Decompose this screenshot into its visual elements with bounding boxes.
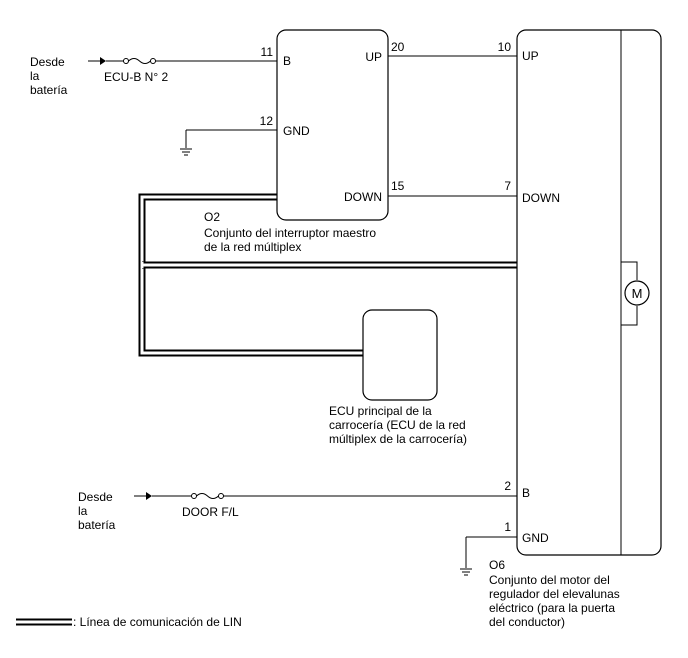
motor-symbol: M [632,286,643,301]
motor-pin-down-num: 7 [504,179,511,193]
motor-pin-gnd-label: GND [522,531,549,545]
battery-bottom-line-3: batería [78,518,116,532]
body-ecu-caption: ECU principal de la carrocería (ECU de l… [329,404,467,446]
master-switch-ground [180,129,277,156]
body-ecu-name-3: múltiplex de la carrocería) [329,432,467,446]
master-pin-up-num: 20 [391,40,405,54]
body-ecu-box [362,309,438,401]
motor-assembly-name-3: eléctrico (para la puerta [489,601,615,615]
motor-assembly-ground [460,536,517,576]
motor-assembly-caption: O6 Conjunto del motor del regulador del … [489,558,620,629]
battery-bottom-line-2: la [78,504,88,518]
motor-pin-up-num: 10 [498,40,512,54]
master-pin-b-label: B [283,54,291,68]
master-switch-box: B GND UP DOWN 11 12 20 15 [260,29,405,221]
ground-icon [180,148,192,156]
motor-assembly-name-1: Conjunto del motor del [489,573,610,587]
legend: : Línea de comunicación de LIN [16,615,242,629]
arrow-icon [146,492,152,500]
motor-assembly-name-2: regulador del elevalunas [489,587,620,601]
master-switch-name-1: Conjunto del interruptor maestro [204,226,376,240]
master-switch-caption: O2 Conjunto del interruptor maestro de l… [204,210,376,254]
master-pin-up-label: UP [365,50,382,64]
fuse-icon [128,58,151,64]
body-ecu-name-2: carrocería (ECU de la red [329,418,466,432]
battery-source-top: Desde la batería [30,55,68,97]
battery-source-bottom: Desde la batería [78,490,116,532]
motor-pin-up-label: UP [522,49,539,63]
fuse-top-label: ECU-B N° 2 [104,70,168,84]
master-pin-down-label: DOWN [344,190,382,204]
lin-bus [138,193,517,357]
battery-top-line-1: Desde [30,55,65,69]
master-switch-name-2: de la red múltiplex [204,240,301,254]
motor-assembly-code: O6 [489,558,505,572]
master-pin-down-num: 15 [391,179,405,193]
battery-top-line-2: la [30,69,40,83]
battery-bottom-line-1: Desde [78,490,113,504]
ground-icon [460,568,472,576]
motor-assembly-name-4: del conductor) [489,615,565,629]
lin-legend-label: : Línea de comunicación de LIN [73,615,242,629]
fuse-bottom-label: DOOR F/L [182,505,239,519]
motor-assembly-box: M UP DOWN B GND 10 7 2 1 [498,29,662,556]
motor-pin-b-label: B [522,486,530,500]
master-switch-code: O2 [204,210,220,224]
master-pin-b-num: 11 [261,45,274,59]
fuse-ecu-b-no2: ECU-B N° 2 [88,57,277,84]
fuse-door-fl: DOOR F/L [134,492,517,519]
motor-pin-down-label: DOWN [522,191,560,205]
fuse-icon [196,493,219,499]
body-ecu-name-1: ECU principal de la [329,404,432,418]
motor-icon [624,280,650,306]
motor-pin-gnd-num: 1 [504,520,511,534]
battery-top-line-3: batería [30,83,68,97]
arrow-icon [100,57,106,65]
master-pin-gnd-num: 12 [260,114,274,128]
master-pin-gnd-label: GND [283,124,310,138]
motor-pin-b-num: 2 [504,479,511,493]
